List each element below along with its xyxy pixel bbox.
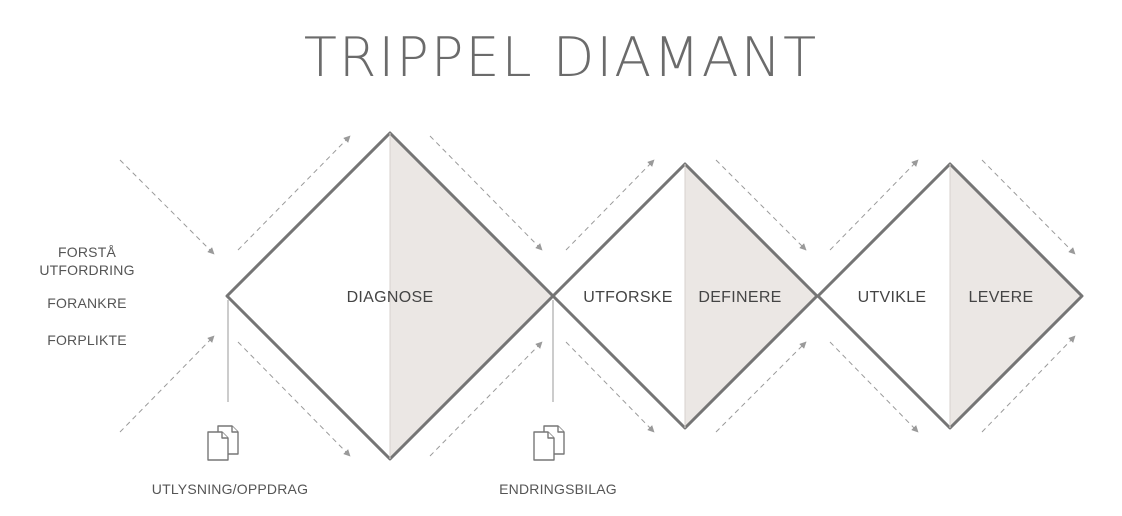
arrow-d1-down-left: [237, 341, 351, 457]
arrow-d2-up-left: [565, 159, 655, 251]
document-label-1: UTLYSNING/OPPDRAG: [151, 481, 309, 497]
diamond-3-left-label: UTVIKLE: [857, 289, 927, 306]
arrow-d2-down-left: [565, 341, 655, 433]
documents-icon: [207, 425, 239, 461]
document-label-2: ENDRINGSBILAG: [499, 481, 617, 497]
arrow-d2-up-right: [715, 341, 807, 433]
diamond-3-shade: [950, 164, 1082, 428]
diamond-1-shade: [390, 133, 553, 459]
diamond-2-right-label: DEFINERE: [698, 289, 782, 306]
arrow-d2-down-right: [715, 159, 807, 251]
arrow-d3-up-left: [829, 159, 919, 251]
label-anchor: FORANKRE: [47, 295, 127, 311]
diamond-1-label: DIAGNOSE: [346, 289, 434, 306]
arrow-d3-down-left: [829, 341, 919, 433]
arrow-in-upper: [119, 159, 215, 255]
diamond-2-shade: [685, 164, 817, 428]
diamond-3-right-label: LEVERE: [968, 289, 1034, 306]
diamond-2-left-label: UTFORSKE: [583, 289, 673, 306]
arrow-in-lower: [119, 335, 215, 433]
label-commit: FORPLIKTE: [47, 332, 127, 348]
page-title: TRIPPEL DIAMANT: [303, 26, 819, 89]
arrow-out-upper: [981, 159, 1076, 255]
arrow-out-lower: [981, 335, 1076, 433]
documents-icon: [533, 425, 565, 461]
label-understand-challenge: FORSTÅ UTFORDRING: [39, 244, 135, 278]
arrow-d1-up-left: [237, 135, 351, 251]
